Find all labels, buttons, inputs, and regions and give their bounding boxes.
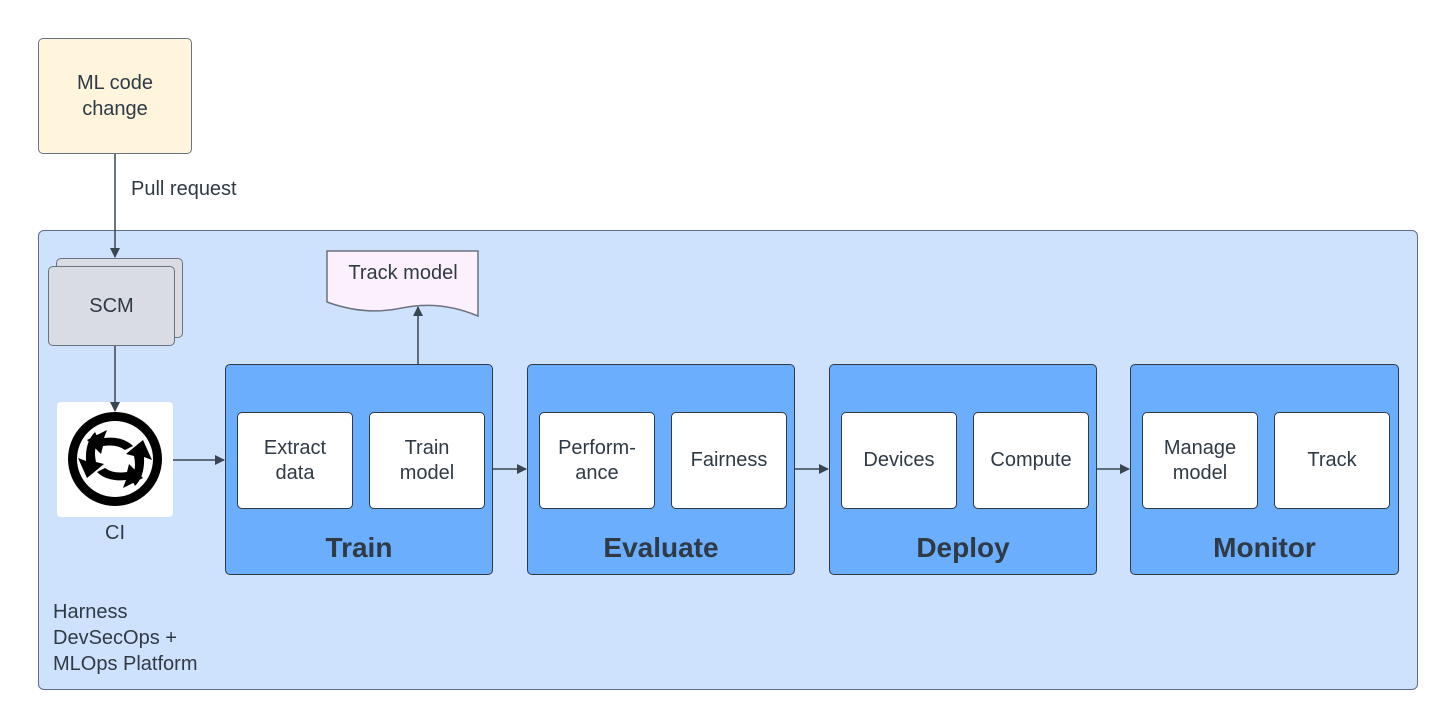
pull-request-label: Pull request [131,178,237,200]
item-line2: ance [575,461,619,484]
item-line1: Manage [1163,436,1237,459]
stage-title-monitor: Monitor [1213,532,1316,563]
ci-tile [57,402,173,517]
stage-evaluate: Perform-ance Fairness Evaluate [527,364,795,575]
item-line2: model [1172,461,1228,484]
item-line1: Devices [863,449,935,471]
item-line1: Track [1307,449,1357,471]
platform-label: Harness DevSecOps + MLOps Platform [53,599,197,677]
evaluate-item-performance: Perform-ance [539,412,655,509]
item-line1: Train [404,436,450,459]
code-change-line1: ML code [77,72,153,94]
item-line1: Extract [263,436,327,459]
item-line1: Compute [990,449,1072,471]
ci-icon [68,412,162,506]
platform-label-line3: MLOps Platform [53,653,198,675]
code-change-line2: change [82,98,148,120]
monitor-item-track: Track [1274,412,1390,509]
stage-title-evaluate: Evaluate [603,532,719,563]
platform-label-line2: DevSecOps + [53,627,177,649]
item-line2: data [275,461,315,484]
scm-box: SCM [48,266,175,346]
deploy-item-compute: Compute [973,412,1089,509]
ml-code-change-box: ML code change [38,38,192,154]
track-model-label: Track model [348,262,458,284]
stage-title-train: Train [325,532,393,563]
item-line2: model [399,461,455,484]
ci-label: CI [105,522,125,544]
stage-title-deploy: Deploy [916,532,1010,563]
deploy-item-devices: Devices [841,412,957,509]
evaluate-item-fairness: Fairness [671,412,787,509]
platform-label-line1: Harness [53,601,128,623]
stage-deploy: Devices Compute Deploy [829,364,1097,575]
item-line1: Perform- [558,436,636,459]
item-line1: Fairness [690,449,768,471]
